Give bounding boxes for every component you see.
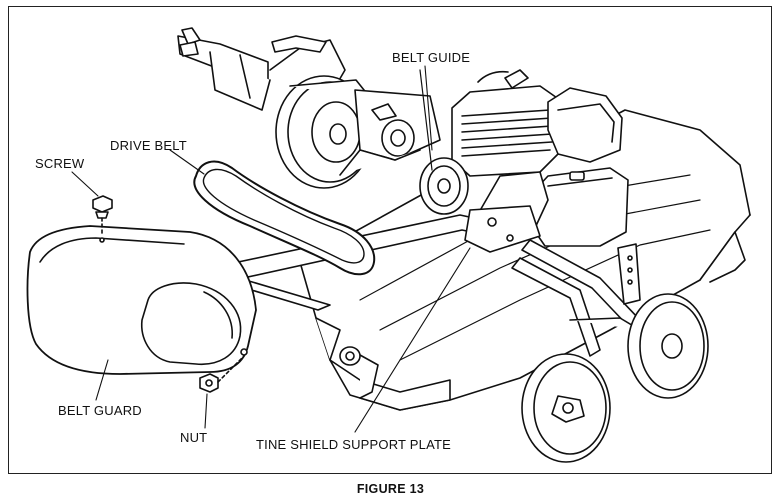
screw-part xyxy=(92,195,113,237)
belt-guard-leader xyxy=(95,359,109,401)
tine-shield-support-plate-label: TINE SHIELD SUPPORT PLATE xyxy=(256,437,451,452)
belt-guard xyxy=(26,225,257,375)
belt-guide-rod xyxy=(419,69,433,171)
drive-belt xyxy=(193,160,376,276)
nut-part xyxy=(199,355,245,393)
nut-label: NUT xyxy=(180,430,208,445)
wheel-struts xyxy=(511,239,641,357)
drive-belt-leader xyxy=(169,149,205,175)
handle-tubes xyxy=(177,27,271,111)
belt-guide-label: BELT GUIDE xyxy=(392,50,471,65)
rear-wheel xyxy=(627,293,709,399)
gearbox xyxy=(339,89,441,176)
screw-label: SCREW xyxy=(35,156,85,171)
belt-guide-leader xyxy=(424,65,433,151)
front-wheel xyxy=(521,353,611,463)
screw-leader xyxy=(71,171,99,197)
drive-belt-label: DRIVE BELT xyxy=(110,138,187,153)
large-pulley xyxy=(269,35,373,189)
nut-leader xyxy=(204,393,208,429)
tine-shield-leader xyxy=(354,247,471,433)
shield-hub xyxy=(339,346,361,366)
leader-lines xyxy=(71,65,471,433)
figure-caption: FIGURE 13 xyxy=(356,482,425,496)
engine xyxy=(419,69,629,253)
belt-guard-label: BELT GUARD xyxy=(58,403,142,418)
